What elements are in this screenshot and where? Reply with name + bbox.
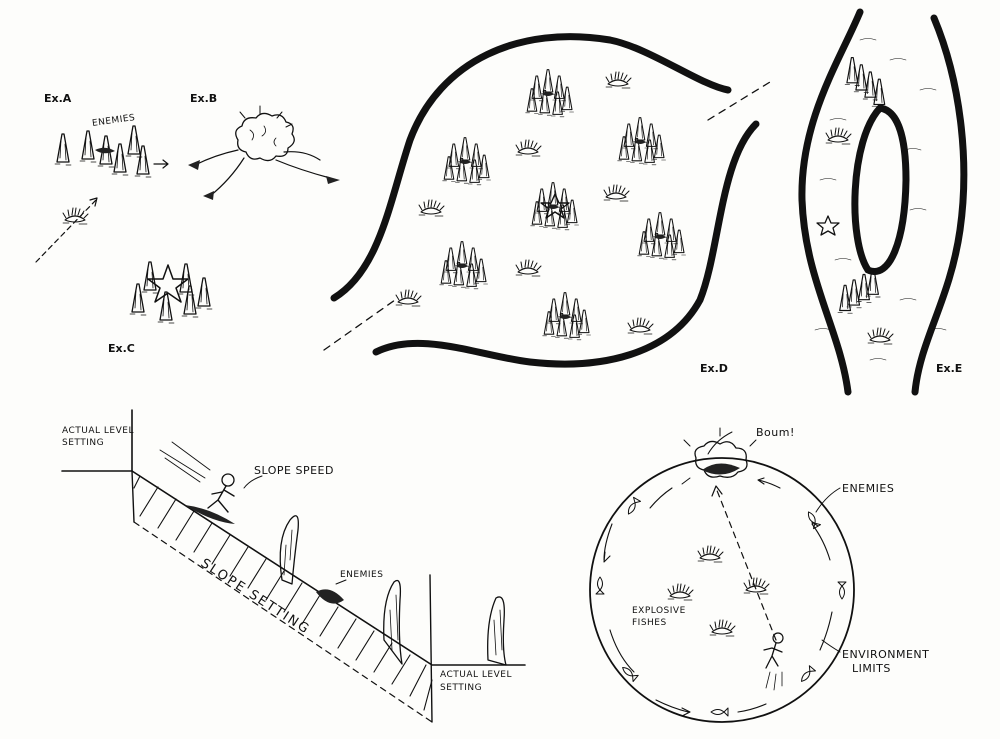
ex-c-label: Ex.C [108,342,135,355]
annotation-boum: Boum! [756,426,795,439]
circle-arena-diagram [590,428,854,722]
ex-e-sketch [802,12,964,392]
annotation-environment-limits-line2: Limits [852,662,891,675]
annotation-actual-level-bottom-line2: Setting [440,683,482,693]
annotation-explosive-fishes-line1: Explosive [632,606,686,616]
ex-c-sketch [130,262,212,323]
ex-a-label: Ex.A [44,92,71,105]
annotation-actual-level-top-line1: Actual Level [62,426,134,436]
annotation-slope-speed: Slope Speed [254,464,334,477]
annotation-explosive-fishes-line2: Fishes [632,618,667,628]
ex-b-label: Ex.B [190,92,217,105]
ex-d-sketch [324,37,770,364]
ex-a-sketch [36,126,168,262]
annotation-actual-level-bottom-line1: Actual Level [440,670,512,680]
annotation-enemies-slope: Enemies [340,570,383,580]
ex-d-label: Ex.D [700,362,728,375]
annotation-actual-level-top-line2: Setting [62,438,104,448]
annotation-enemies-circle: Enemies [842,482,894,495]
annotation-environment-limits-line1: Environment [842,648,929,661]
ex-b-sketch [188,106,340,200]
ex-e-label: Ex.E [936,362,962,375]
